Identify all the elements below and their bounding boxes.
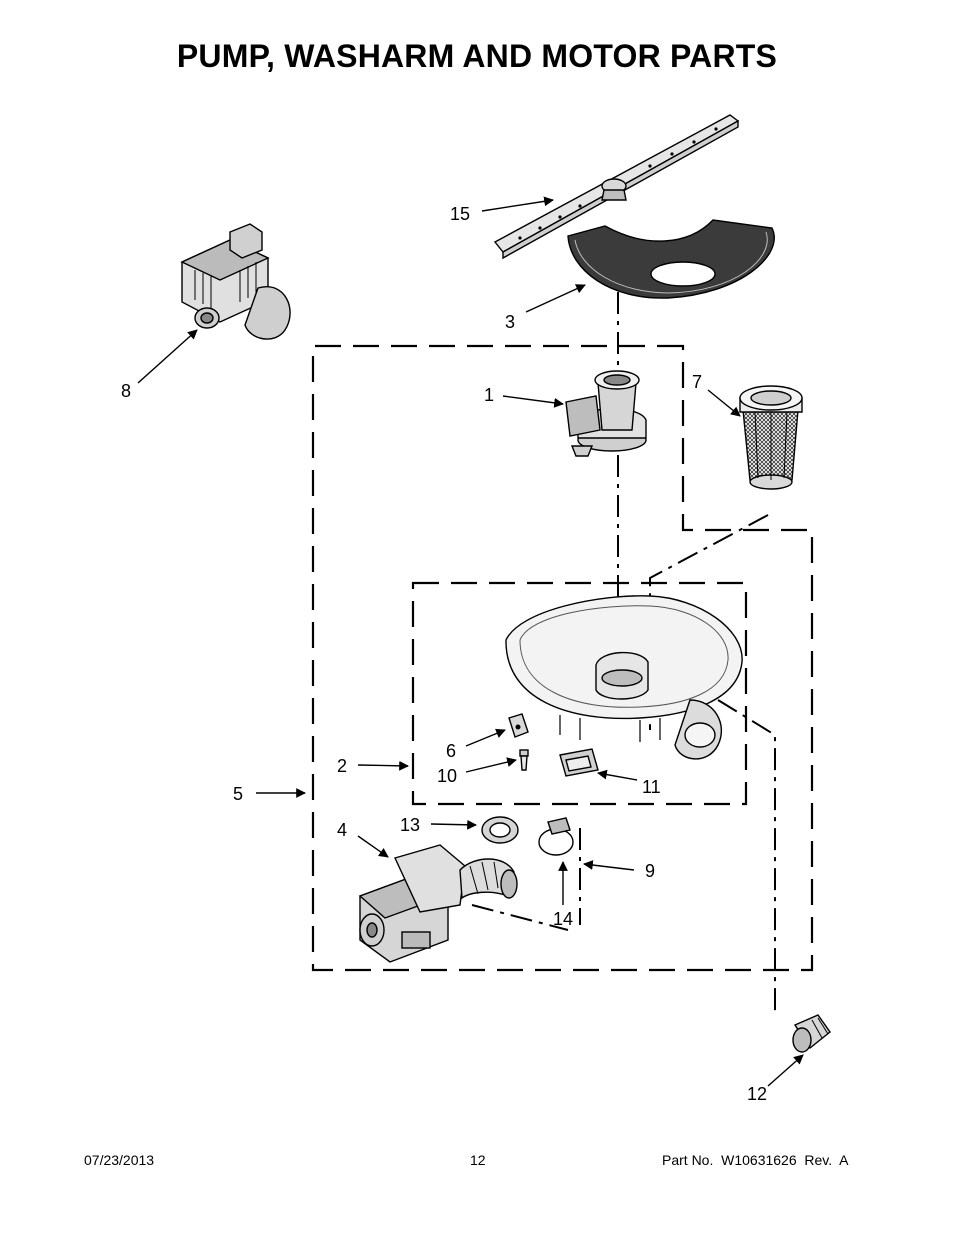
bracket-part-6 — [508, 713, 529, 738]
drain-pump-part-8 — [180, 223, 291, 340]
callout-6: 6 — [446, 741, 456, 761]
alignment-line-motor — [471, 904, 569, 931]
callout-3: 3 — [505, 312, 515, 332]
callout-5: 5 — [233, 784, 243, 804]
footer-part-number: Part No. W10631626 Rev. A — [662, 1152, 849, 1168]
group-box-inner-2 — [411, 581, 748, 806]
sump-assembly — [505, 595, 743, 760]
callout-8: 8 — [121, 381, 131, 401]
page-title: PUMP, WASHARM AND MOTOR PARTS — [176, 38, 778, 74]
callout-14: 14 — [553, 909, 573, 929]
wash-arm-part-15 — [493, 114, 740, 260]
group-box-outer-5 — [311, 344, 814, 972]
sensor-part-12 — [792, 1014, 831, 1053]
callout-2: 2 — [337, 756, 347, 776]
alignment-line-sensor — [717, 699, 776, 1015]
leader-arrows — [137, 196, 804, 1087]
screw-part-10 — [519, 749, 529, 771]
filter-cover-part-3 — [567, 219, 775, 299]
callout-1: 1 — [484, 385, 494, 405]
callout-4: 4 — [337, 820, 347, 840]
hose-clamp-part-9 — [538, 817, 574, 856]
connector-part-11 — [559, 748, 599, 777]
callout-7: 7 — [692, 372, 702, 392]
callout-12: 12 — [747, 1084, 767, 1104]
footer-page-number: 12 — [470, 1152, 486, 1168]
callout-11: 11 — [642, 777, 661, 797]
alignment-line-filter — [649, 514, 769, 730]
callout-9: 9 — [645, 861, 655, 881]
pump-housing-part-1 — [565, 370, 647, 457]
seal-part-13 — [481, 816, 519, 844]
wash-motor-part-4 — [358, 844, 518, 963]
footer-date: 07/23/2013 — [84, 1152, 155, 1168]
callout-15: 15 — [450, 204, 470, 224]
callout-13: 13 — [400, 815, 420, 835]
callout-10: 10 — [437, 766, 457, 786]
filter-assembly-part-7 — [739, 385, 803, 490]
